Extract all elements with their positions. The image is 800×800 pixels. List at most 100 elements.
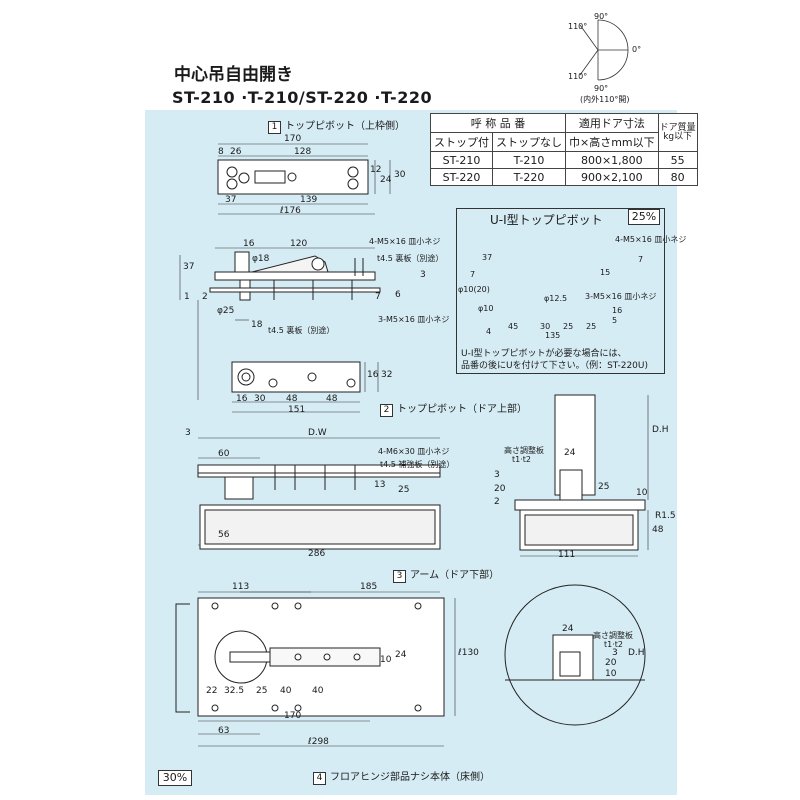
dim-label: φ10 [478, 304, 494, 313]
side-plate-bottom: t4.5 裏板（別途） [268, 326, 335, 335]
dim-label: 7 [638, 255, 644, 264]
dim-label: φ10(20) [458, 285, 490, 294]
dim-label: 4 [486, 327, 492, 336]
dim-label: 113 [232, 582, 250, 592]
dim-label: 3 [420, 270, 426, 280]
dim-label: 7 [375, 292, 381, 302]
dim-label: 26 [230, 147, 242, 157]
spec-sub-stop: ストップ付 [430, 132, 493, 152]
dim-label: 3 [185, 428, 191, 438]
table-row: ST-220 T-220 900×2,100 80 [430, 168, 698, 186]
spec-sub-dims: 巾×高さmm以下 [565, 132, 659, 152]
dim-label: 10 [380, 655, 392, 665]
dim-label: 24 [564, 448, 576, 458]
dim-label: 32 [381, 370, 393, 380]
opening-angle-diagram [579, 19, 629, 81]
dim-label: 8 [218, 147, 224, 157]
section1-dimension-lines [218, 143, 391, 215]
dim-label: 48 [652, 525, 664, 535]
dim-label: 111 [558, 550, 576, 560]
dim-label: 3 [612, 648, 618, 658]
dim-label: 120 [290, 239, 308, 249]
floor-hinge-side-view [197, 464, 441, 550]
side-screw-bottom: 3-M5×16 皿小ネジ [378, 315, 450, 324]
dim-label: 170 [284, 711, 302, 721]
angle-90-bottom: 90° [594, 84, 609, 93]
dim-label: 48 [326, 394, 338, 404]
dim-label: 24 [380, 175, 392, 185]
dim-label: 3 [494, 470, 500, 480]
side-screw-top: 4-M5×16 皿小ネジ [369, 237, 441, 246]
side-plate-top: t4.5 裏板（別途） [377, 254, 444, 263]
side-view-screws [273, 258, 364, 300]
table-row: ST-210 T-210 800×1,800 55 [430, 151, 698, 169]
dim-label: D.H [628, 648, 645, 658]
spec-cell: 800×1,800 [565, 151, 659, 169]
dim-label: 5 [612, 316, 618, 325]
dim-label: 37 [183, 262, 195, 272]
scale-badge: 30% [158, 770, 192, 786]
angle-note: (内外110°開) [580, 95, 630, 104]
dim-label: 45 [508, 322, 519, 331]
door-top-pivot-plate [231, 361, 361, 393]
dim-label: 60 [218, 449, 230, 459]
dim-label: 16 [367, 370, 379, 380]
angle-90-top: 90° [594, 12, 609, 21]
dim-label: 63 [218, 726, 230, 736]
dim-label: 25 [586, 322, 597, 331]
dim-label: 16 [236, 394, 248, 404]
dim-label: 2 [202, 292, 208, 302]
dim-label: 2 [494, 497, 500, 507]
dim-label: 24 [395, 650, 407, 660]
spec-header-door: 適用ドア寸法 [565, 113, 659, 133]
dim-label: 25 [256, 686, 268, 696]
dim-label: ℓ298 [308, 737, 329, 747]
dim-label: 30 [540, 322, 551, 331]
detail-adj-t: t1·t2 [604, 640, 623, 649]
dim-label: 7 [470, 270, 476, 279]
dim-label: 22 [206, 686, 218, 696]
dim-label: 16 [612, 306, 623, 315]
model-numbers: ST-210 ·T-210/ST-220 ·T-220 [172, 88, 433, 107]
spec-header-name: 呼 称 品 番 [430, 113, 566, 133]
ui-screw-label2: 3-M5×16 皿小ネジ [585, 292, 657, 301]
spec-cell: T-210 [492, 151, 566, 169]
right-adj-label: 高さ調整板 [504, 446, 544, 455]
dim-label: φ18 [252, 254, 270, 264]
dim-label: φ25 [217, 306, 235, 316]
angle-110-lower: 110° [568, 72, 588, 81]
plan-view-frame-bracket [175, 603, 190, 713]
dim-label: 1 [184, 292, 190, 302]
spec-cell: 900×2,100 [565, 168, 659, 186]
dim-label: 12 [370, 165, 382, 175]
dim-label: 56 [218, 530, 230, 540]
ui-pivot-scale: 25% [628, 209, 660, 225]
dim-label: 128 [294, 147, 312, 157]
spec-cell: 55 [657, 151, 698, 169]
spec-cell: T-220 [492, 168, 566, 186]
dim-label: 24 [562, 624, 574, 634]
dim-label: 10 [605, 669, 617, 679]
dim-label: D.W [308, 428, 327, 438]
dim-label: ℓ176 [280, 206, 301, 216]
floor-hinge-section-view [514, 394, 646, 551]
dim-label: 30 [254, 394, 266, 404]
dim-label: 185 [360, 582, 378, 592]
dim-label: 30 [394, 170, 406, 180]
detail-circle [504, 584, 646, 726]
top-pivot-frame-plan [217, 159, 369, 195]
dim-label: 16 [243, 239, 255, 249]
ui-screw-label: 4-M5×16 皿小ネジ [615, 235, 687, 244]
dim-label: 37 [482, 253, 493, 262]
dim-label: 135 [545, 331, 561, 340]
page-title: 中心吊自由開き [174, 65, 293, 85]
dim-label: 20 [494, 484, 506, 494]
dim-label: 25 [598, 482, 610, 492]
dim-label: 25 [563, 322, 574, 331]
